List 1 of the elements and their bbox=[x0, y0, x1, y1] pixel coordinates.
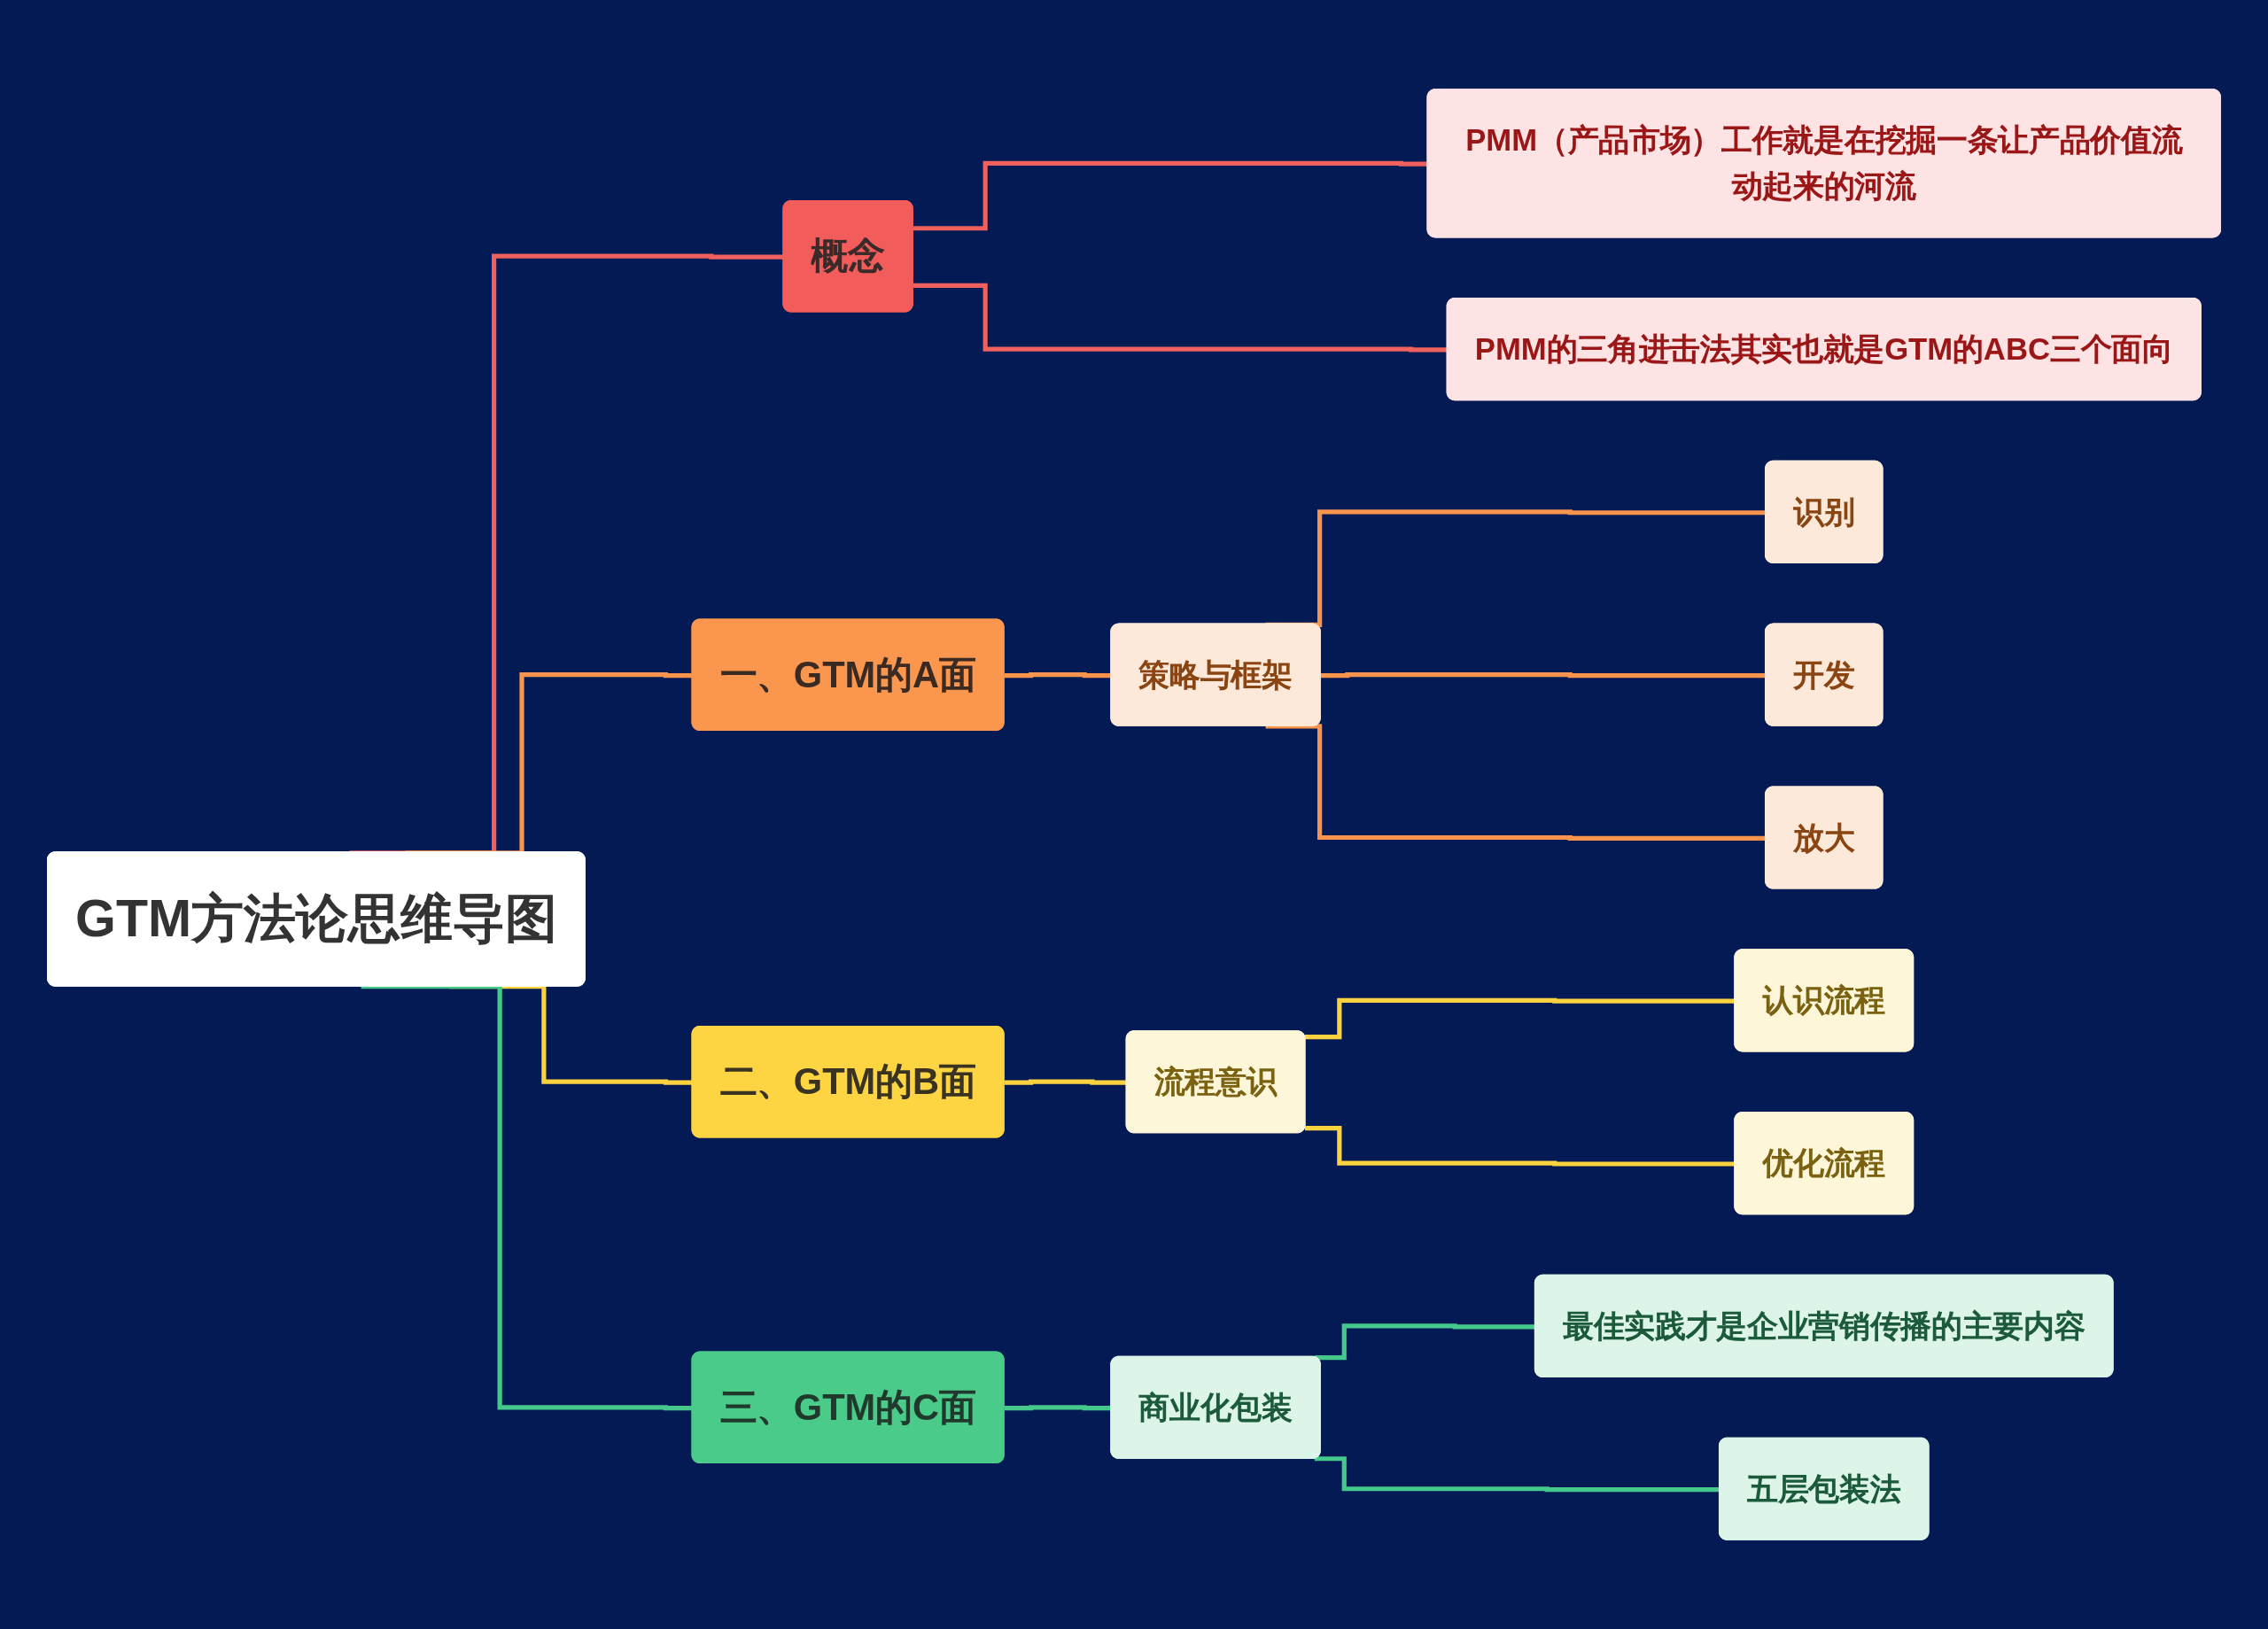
connector bbox=[1314, 1323, 1536, 1361]
